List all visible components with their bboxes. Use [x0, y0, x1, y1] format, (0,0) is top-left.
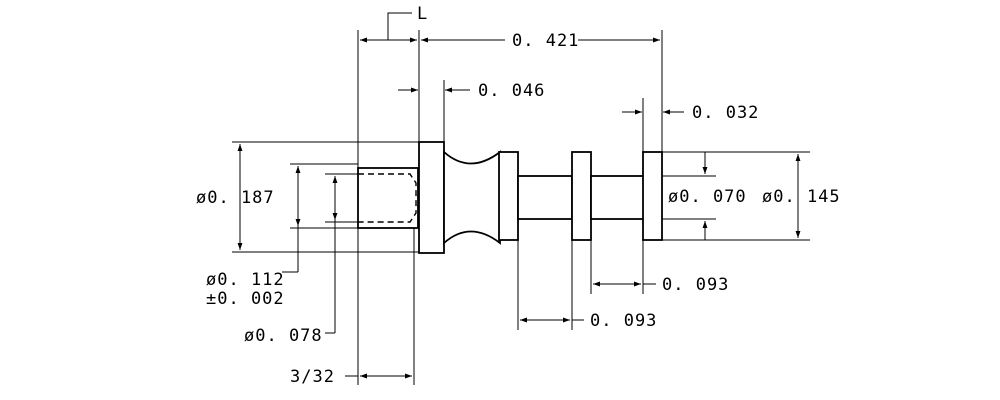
label-end-disc-thickness: 0. 032	[692, 103, 759, 123]
disc-3	[571, 151, 592, 241]
shaft-2	[590, 175, 645, 220]
socket-body	[357, 167, 419, 229]
label-dia-0187: ø0. 187	[196, 188, 275, 208]
dimension-labels: L 0. 421 0. 046 0. 032 ø0. 187 ø0. 070 ø…	[196, 4, 841, 387]
extension-lines	[232, 30, 810, 385]
label-tol-0112: ±0. 002	[206, 289, 285, 309]
label-dia-0070: ø0. 070	[668, 187, 747, 207]
label-dia-0145: ø0. 145	[762, 187, 841, 207]
label-overall-length: 0. 421	[512, 31, 579, 51]
main-flange	[418, 141, 445, 254]
label-l: L	[417, 4, 428, 24]
label-spacing-a: 0. 093	[662, 275, 729, 295]
label-dia-0112: ø0. 112	[206, 270, 285, 290]
label-dia-0078: ø0. 078	[244, 326, 323, 346]
end-disc	[642, 151, 663, 241]
label-flange-thickness: 0. 046	[478, 81, 545, 101]
disc-2	[498, 151, 519, 241]
label-depth-3-32: 3/32	[290, 367, 335, 387]
neck-groove	[443, 150, 501, 245]
dimension-lines	[237, 12, 801, 379]
shaft-1	[517, 175, 573, 220]
label-spacing-b: 0. 093	[590, 311, 657, 331]
part-outline	[357, 141, 663, 254]
hidden-bore	[358, 173, 417, 223]
